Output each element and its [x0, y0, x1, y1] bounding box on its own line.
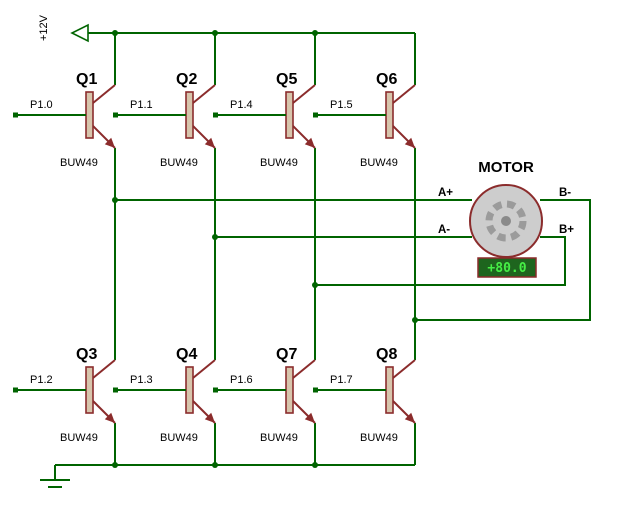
collector-lead — [392, 84, 416, 104]
input-pin[interactable] — [313, 112, 318, 118]
emitter-arrow-icon — [404, 137, 415, 148]
junction-dot — [112, 197, 118, 203]
base-bar — [285, 366, 294, 414]
base-bar — [385, 366, 394, 414]
collector-lead — [192, 84, 216, 104]
transistor-q1[interactable]: Q1 P1.0 BUW49 — [13, 71, 116, 169]
base-bar — [85, 91, 94, 139]
part-label: BUW49 — [160, 157, 198, 169]
collector-lead — [192, 359, 216, 379]
collector-lead — [92, 84, 116, 104]
transistor-q2[interactable]: Q2 P1.1 BUW49 — [113, 71, 216, 169]
ref-label: Q3 — [76, 346, 97, 363]
input-pin[interactable] — [13, 112, 18, 118]
junction-dot — [412, 317, 418, 323]
motor[interactable]: MOTOR A+ A- B- B+ — [438, 159, 574, 258]
junction-dot — [212, 30, 218, 36]
junction-dot — [212, 462, 218, 468]
wire-b-plus[interactable] — [315, 236, 566, 286]
ref-label: Q1 — [76, 71, 97, 88]
collector-lead — [92, 359, 116, 379]
input-label: P1.6 — [230, 374, 253, 386]
wire-b-minus[interactable] — [415, 199, 591, 321]
terminal-label-b-plus: B+ — [559, 224, 574, 236]
junction-dot — [312, 30, 318, 36]
terminal-label-a-plus: A+ — [438, 187, 453, 199]
motor-hub-icon — [501, 216, 511, 226]
ref-label: Q8 — [376, 346, 397, 363]
part-label: BUW49 — [60, 157, 98, 169]
junction-dots — [112, 30, 418, 468]
emitter-arrow-icon — [304, 412, 315, 423]
display-value: +80.0 — [487, 261, 526, 276]
power-label: +12V — [38, 14, 50, 41]
collector-lead — [292, 359, 316, 379]
ref-label: Q7 — [276, 346, 297, 363]
emitter-arrow-icon — [204, 137, 215, 148]
ref-label: Q2 — [176, 71, 197, 88]
base-bar — [185, 366, 194, 414]
ref-label: Q4 — [176, 346, 197, 363]
power-terminal[interactable]: +12V — [38, 14, 89, 43]
junction-dot — [212, 234, 218, 240]
input-pin[interactable] — [213, 112, 218, 118]
input-label: P1.2 — [30, 374, 53, 386]
part-label: BUW49 — [360, 432, 398, 444]
part-label: BUW49 — [260, 432, 298, 444]
collector-lead — [392, 359, 416, 379]
input-label: P1.7 — [330, 374, 353, 386]
motor-label: MOTOR — [478, 159, 534, 176]
junction-dot — [112, 30, 118, 36]
input-label: P1.0 — [30, 99, 53, 111]
transistor-q7[interactable]: Q7 P1.6 BUW49 — [213, 346, 316, 444]
transistor-q3[interactable]: Q3 P1.2 BUW49 — [13, 346, 116, 444]
junction-dot — [312, 282, 318, 288]
base-bar — [185, 91, 194, 139]
input-label: P1.4 — [230, 99, 253, 111]
transistor-q5[interactable]: Q5 P1.4 BUW49 — [213, 71, 316, 169]
input-pin[interactable] — [113, 387, 118, 393]
input-label: P1.1 — [130, 99, 153, 111]
part-label: BUW49 — [60, 432, 98, 444]
input-pin[interactable] — [13, 387, 18, 393]
emitter-arrow-icon — [304, 137, 315, 148]
transistor-q6[interactable]: Q6 P1.5 BUW49 — [313, 71, 416, 169]
part-label: BUW49 — [160, 432, 198, 444]
terminal-label-b-minus: B- — [559, 187, 571, 199]
power-arrow-icon — [70, 23, 89, 43]
emitter-arrow-icon — [104, 412, 115, 423]
input-label: P1.5 — [330, 99, 353, 111]
display-box — [477, 257, 537, 278]
junction-dot — [112, 462, 118, 468]
base-bar — [385, 91, 394, 139]
emitter-arrow-icon — [404, 412, 415, 423]
transistor-q4[interactable]: Q4 P1.3 BUW49 — [113, 346, 216, 444]
emitter-arrow-icon — [104, 137, 115, 148]
base-bar — [285, 91, 294, 139]
emitter-arrow-icon — [204, 412, 215, 423]
junction-dot — [312, 462, 318, 468]
input-pin[interactable] — [113, 112, 118, 118]
transistor-q8[interactable]: Q8 P1.7 BUW49 — [313, 346, 416, 444]
base-bar — [85, 366, 94, 414]
input-pin[interactable] — [213, 387, 218, 393]
ground-terminal[interactable] — [40, 465, 70, 488]
motor-rotor-icon — [485, 200, 527, 242]
part-label: BUW49 — [260, 157, 298, 169]
collector-lead — [292, 84, 316, 104]
input-pin[interactable] — [313, 387, 318, 393]
input-label: P1.3 — [130, 374, 153, 386]
ref-label: Q5 — [276, 71, 297, 88]
part-label: BUW49 — [360, 157, 398, 169]
terminal-label-a-minus: A- — [438, 224, 450, 236]
motor-display: +80.0 — [477, 257, 537, 278]
ref-label: Q6 — [376, 71, 397, 88]
ground-icon — [40, 465, 70, 488]
